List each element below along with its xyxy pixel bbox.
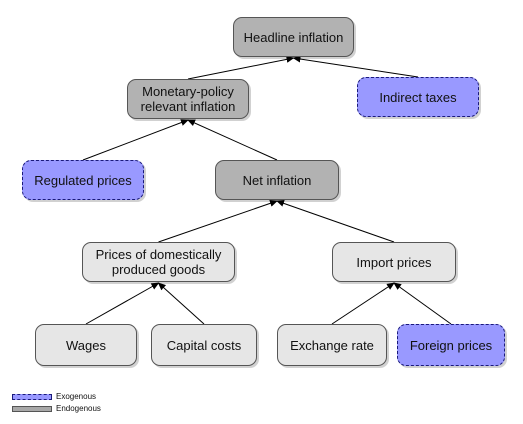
arrow-net-inflation-to-monetary-policy-inflation [187,119,278,161]
node-label: Import prices [356,254,432,270]
node-label: Wages [66,337,106,353]
legend: Exogenous Endogenous [12,391,101,415]
node-label: Foreign prices [409,337,493,353]
arrow-indirect-taxes-to-headline-inflation [292,55,419,78]
legend-swatch-exogenous [12,393,52,400]
node-label: Net inflation [242,172,312,188]
node-label: Indirect taxes [379,89,457,105]
node-regulated-prices: Regulated prices [22,160,144,200]
node-capital-costs: Capital costs [151,324,257,366]
node-headline-inflation: Headline inflation [233,17,354,57]
legend-label-endogenous: Endogenous [56,404,101,413]
arrow-capital-costs-to-domestic-goods-prices [157,282,205,325]
legend-swatch-endogenous [12,405,52,412]
node-label: Prices of domestically produced goods [95,247,222,277]
node-net-inflation: Net inflation [215,160,339,200]
node-import-prices: Import prices [332,242,456,282]
arrow-wages-to-domestic-goods-prices [85,282,160,325]
arrow-regulated-prices-to-monetary-policy-inflation [82,119,189,161]
arrow-exchange-rate-to-import-prices [331,282,395,325]
arrow-import-prices-to-net-inflation [276,200,395,243]
node-label: Monetary-policy relevant inflation [140,84,236,114]
node-wages: Wages [35,324,137,366]
arrow-domestic-goods-prices-to-net-inflation [158,199,278,243]
legend-label-exogenous: Exogenous [56,392,97,401]
node-indirect-taxes: Indirect taxes [357,77,479,117]
node-label: Regulated prices [34,172,132,188]
node-exchange-rate: Exchange rate [277,324,387,366]
legend-row-endogenous: Endogenous [12,403,101,414]
node-domestic-goods-prices: Prices of domestically produced goods [82,242,235,282]
node-foreign-prices: Foreign prices [397,324,505,366]
node-label: Capital costs [166,337,242,353]
legend-row-exogenous: Exogenous [12,391,101,402]
node-label: Headline inflation [243,29,344,45]
arrow-foreign-prices-to-import-prices [393,282,452,325]
node-label: Exchange rate [290,337,374,353]
arrow-monetary-policy-inflation-to-headline-inflation [187,55,295,80]
node-monetary-policy-inflation: Monetary-policy relevant inflation [127,79,249,119]
